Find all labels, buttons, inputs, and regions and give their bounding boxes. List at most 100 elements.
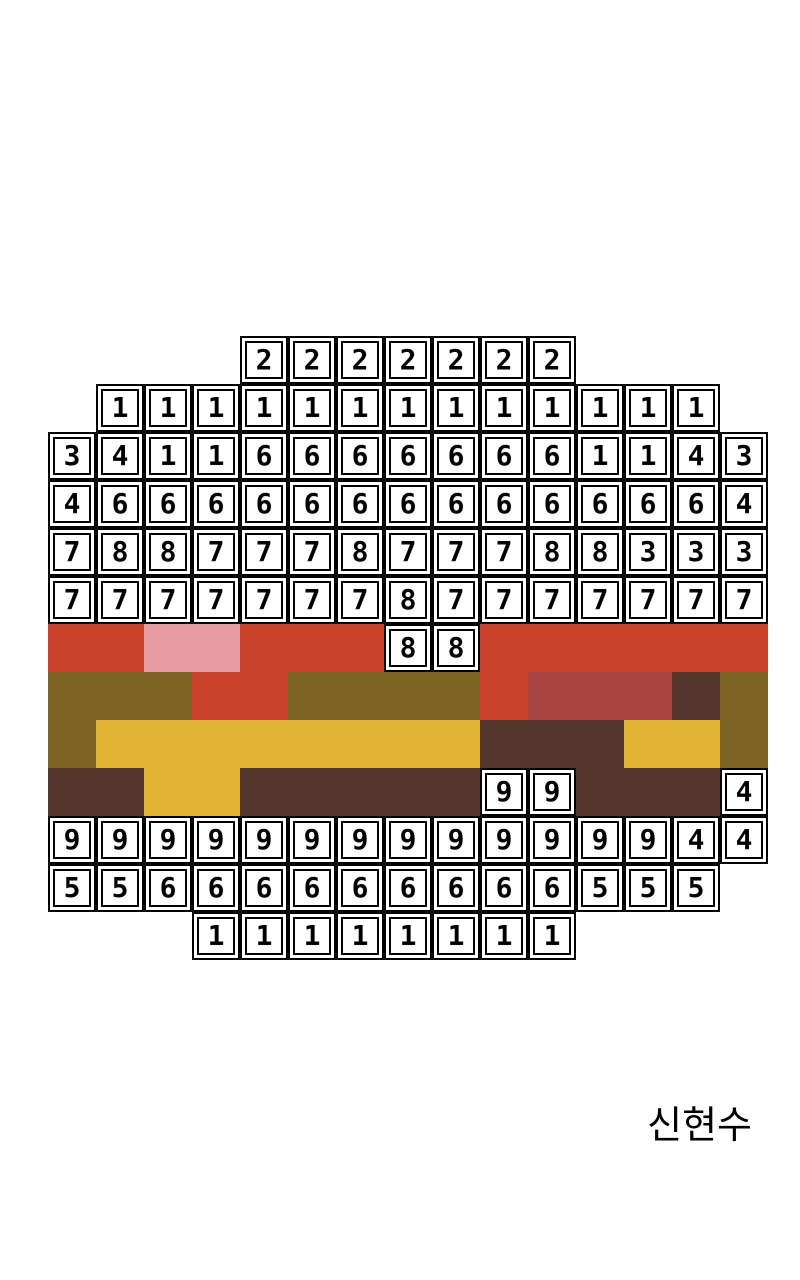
number-cell[interactable]: 1 [480,912,528,960]
number-cell[interactable]: 7 [528,576,576,624]
number-cell[interactable]: 9 [624,816,672,864]
number-cell[interactable]: 1 [144,432,192,480]
number-cell[interactable]: 6 [672,480,720,528]
number-cell[interactable]: 7 [96,576,144,624]
number-cell[interactable]: 6 [432,480,480,528]
number-cell[interactable]: 2 [288,336,336,384]
number-cell[interactable]: 1 [384,912,432,960]
number-cell[interactable]: 1 [240,912,288,960]
number-cell[interactable]: 6 [240,864,288,912]
number-cell[interactable]: 9 [480,816,528,864]
number-cell[interactable]: 7 [432,528,480,576]
number-cell[interactable]: 1 [528,912,576,960]
number-cell[interactable]: 6 [384,864,432,912]
number-cell[interactable]: 3 [720,432,768,480]
number-cell[interactable]: 3 [720,528,768,576]
number-cell[interactable]: 9 [288,816,336,864]
number-cell[interactable]: 8 [576,528,624,576]
number-cell[interactable]: 6 [480,480,528,528]
number-cell[interactable]: 2 [528,336,576,384]
number-cell[interactable]: 2 [240,336,288,384]
number-cell[interactable]: 1 [432,384,480,432]
number-cell[interactable]: 1 [336,384,384,432]
number-cell[interactable]: 9 [96,816,144,864]
number-cell[interactable]: 3 [672,528,720,576]
number-cell[interactable]: 5 [48,864,96,912]
number-cell[interactable]: 8 [384,624,432,672]
number-cell[interactable]: 9 [144,816,192,864]
number-cell[interactable]: 9 [336,816,384,864]
number-cell[interactable]: 1 [288,384,336,432]
number-cell[interactable]: 7 [384,528,432,576]
number-cell[interactable]: 5 [624,864,672,912]
number-cell[interactable]: 7 [480,576,528,624]
number-cell[interactable]: 8 [528,528,576,576]
number-cell[interactable]: 9 [192,816,240,864]
number-cell[interactable]: 1 [672,384,720,432]
number-cell[interactable]: 6 [336,480,384,528]
number-cell[interactable]: 6 [240,480,288,528]
number-cell[interactable]: 2 [480,336,528,384]
number-cell[interactable]: 6 [528,864,576,912]
number-cell[interactable]: 8 [432,624,480,672]
number-cell[interactable]: 8 [384,576,432,624]
number-cell[interactable]: 1 [384,384,432,432]
number-cell[interactable]: 7 [288,528,336,576]
number-cell[interactable]: 3 [48,432,96,480]
number-cell[interactable]: 7 [432,576,480,624]
number-cell[interactable]: 5 [576,864,624,912]
number-cell[interactable]: 2 [336,336,384,384]
number-cell[interactable]: 1 [336,912,384,960]
number-cell[interactable]: 7 [144,576,192,624]
number-cell[interactable]: 5 [672,864,720,912]
number-cell[interactable]: 6 [432,432,480,480]
number-cell[interactable]: 5 [96,864,144,912]
number-cell[interactable]: 1 [192,432,240,480]
number-cell[interactable]: 6 [528,480,576,528]
number-cell[interactable]: 7 [672,576,720,624]
number-cell[interactable]: 2 [432,336,480,384]
number-cell[interactable]: 6 [384,432,432,480]
number-cell[interactable]: 7 [48,576,96,624]
number-cell[interactable]: 6 [192,480,240,528]
number-cell[interactable]: 6 [192,864,240,912]
number-cell[interactable]: 1 [288,912,336,960]
number-cell[interactable]: 9 [432,816,480,864]
number-cell[interactable]: 6 [288,432,336,480]
number-cell[interactable]: 9 [240,816,288,864]
number-cell[interactable]: 6 [528,432,576,480]
number-cell[interactable]: 1 [624,432,672,480]
number-cell[interactable]: 7 [480,528,528,576]
number-cell[interactable]: 1 [576,384,624,432]
number-cell[interactable]: 4 [720,480,768,528]
number-cell[interactable]: 4 [672,816,720,864]
number-cell[interactable]: 6 [144,864,192,912]
number-cell[interactable]: 1 [192,912,240,960]
number-cell[interactable]: 6 [288,480,336,528]
number-cell[interactable]: 1 [240,384,288,432]
number-cell[interactable]: 7 [192,528,240,576]
number-cell[interactable]: 6 [576,480,624,528]
number-cell[interactable]: 6 [432,864,480,912]
number-cell[interactable]: 6 [336,864,384,912]
number-cell[interactable]: 9 [528,816,576,864]
number-cell[interactable]: 9 [480,768,528,816]
number-cell[interactable]: 7 [336,576,384,624]
number-cell[interactable]: 9 [576,816,624,864]
number-cell[interactable]: 7 [720,576,768,624]
number-cell[interactable]: 4 [720,768,768,816]
number-cell[interactable]: 1 [528,384,576,432]
number-cell[interactable]: 1 [144,384,192,432]
number-cell[interactable]: 9 [48,816,96,864]
number-cell[interactable]: 7 [576,576,624,624]
number-cell[interactable]: 4 [672,432,720,480]
number-cell[interactable]: 9 [528,768,576,816]
number-cell[interactable]: 1 [624,384,672,432]
number-cell[interactable]: 1 [192,384,240,432]
number-cell[interactable]: 8 [336,528,384,576]
number-cell[interactable]: 7 [240,528,288,576]
number-cell[interactable]: 7 [240,576,288,624]
number-cell[interactable]: 2 [384,336,432,384]
number-cell[interactable]: 1 [576,432,624,480]
number-cell[interactable]: 1 [432,912,480,960]
